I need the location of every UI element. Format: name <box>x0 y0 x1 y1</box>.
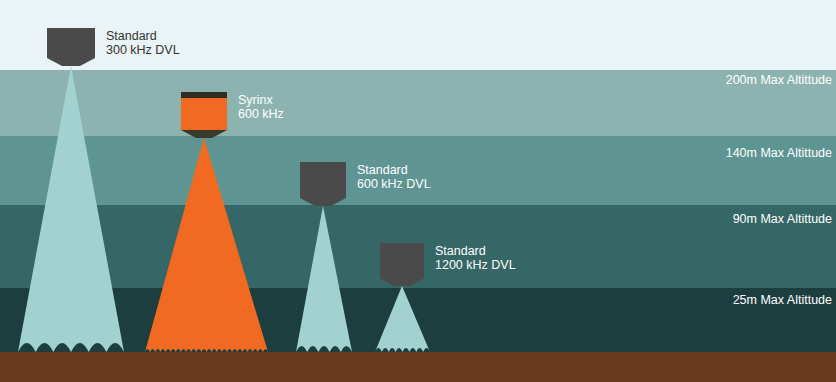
device-housing <box>181 98 227 130</box>
device-body <box>47 28 95 66</box>
beam-cone <box>296 206 352 352</box>
dvl-device: Standard 1200 kHz DVL <box>380 243 424 286</box>
beam-cones <box>18 66 430 352</box>
device-label: Standard 600 kHz DVL <box>357 163 431 191</box>
device-label: Standard 300 kHz DVL <box>106 29 180 57</box>
device-housing <box>47 28 95 66</box>
altitude-label: 200m Max Altittude <box>726 73 832 87</box>
device-label: Syrinx 600 kHz <box>238 93 284 121</box>
dvl-device: Standard 300 kHz DVL <box>47 28 95 66</box>
altitude-label: 25m Max Altittude <box>733 293 832 307</box>
device-housing <box>380 243 424 286</box>
device-body <box>300 162 346 206</box>
dvl-device: Syrinx 600 kHz <box>181 92 227 138</box>
altitude-label: 90m Max Altittude <box>733 212 832 226</box>
seabed <box>0 352 836 382</box>
surface-band <box>0 0 836 70</box>
beam-cone <box>18 66 124 352</box>
device-body <box>380 243 424 286</box>
dvl-device: Standard 600 kHz DVL <box>300 162 346 206</box>
transducer-face <box>181 130 227 138</box>
depth-band <box>0 205 836 288</box>
altitude-label: 140m Max Altittude <box>726 146 832 160</box>
depth-band <box>0 70 836 136</box>
depth-band <box>0 136 836 205</box>
device-label: Standard 1200 kHz DVL <box>435 244 516 272</box>
device-body <box>181 92 227 138</box>
beam-cone <box>145 138 268 352</box>
beam-cone <box>375 286 430 352</box>
device-cap <box>181 92 227 98</box>
device-housing <box>300 162 346 206</box>
